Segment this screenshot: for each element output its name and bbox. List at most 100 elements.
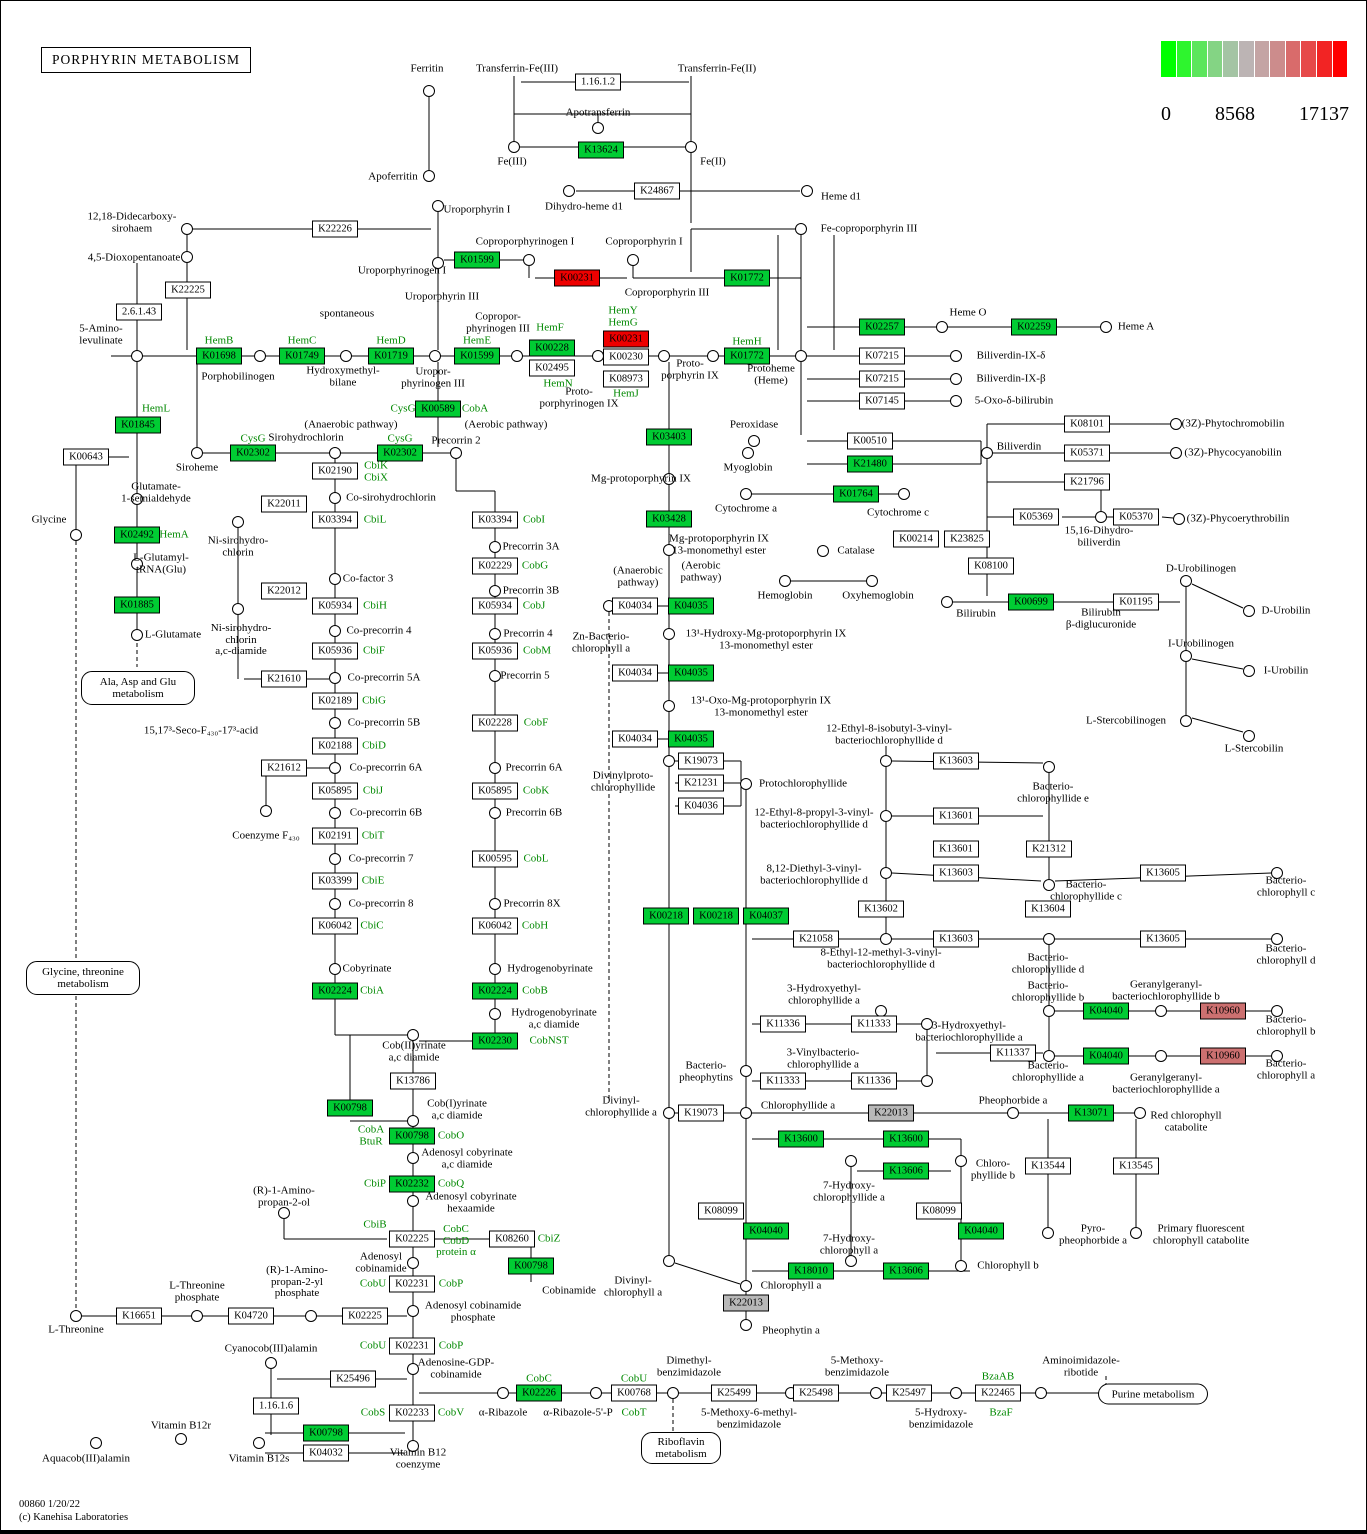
enzyme-box-k00643[interactable]: K00643 xyxy=(63,448,109,466)
compound-circle[interactable] xyxy=(870,1387,882,1399)
compound-circle[interactable] xyxy=(407,1440,419,1452)
enzyme-box-k00231[interactable]: K00231 xyxy=(603,330,649,348)
enzyme-box-k00798[interactable]: K00798 xyxy=(508,1257,554,1275)
enzyme-box-k13605[interactable]: K13605 xyxy=(1140,864,1186,882)
enzyme-box-k01845[interactable]: K01845 xyxy=(115,416,161,434)
enzyme-box-k00230[interactable]: K00230 xyxy=(603,348,649,366)
compound-circle[interactable] xyxy=(801,185,813,197)
compound-circle[interactable] xyxy=(1243,665,1255,677)
compound-circle[interactable] xyxy=(278,1207,290,1219)
enzyme-box-k11333[interactable]: K11333 xyxy=(851,1015,897,1033)
compound-circle[interactable] xyxy=(590,1387,602,1399)
enzyme-box-k08100[interactable]: K08100 xyxy=(968,557,1014,575)
compound-circle[interactable] xyxy=(1271,867,1283,879)
enzyme-box-k03394[interactable]: K03394 xyxy=(472,511,518,529)
compound-circle[interactable] xyxy=(1043,1005,1055,1017)
compound-circle[interactable] xyxy=(131,558,143,570)
compound-circle[interactable] xyxy=(329,717,341,729)
enzyme-box-k04034[interactable]: K04034 xyxy=(612,597,658,615)
compound-circle[interactable] xyxy=(667,1387,679,1399)
compound-circle[interactable] xyxy=(489,807,501,819)
compound-circle[interactable] xyxy=(1130,1227,1142,1239)
compound-circle[interactable] xyxy=(1271,1005,1283,1017)
compound-circle[interactable] xyxy=(1095,511,1107,523)
enzyme-box-k13071[interactable]: K13071 xyxy=(1068,1104,1114,1122)
enzyme-box-k02226[interactable]: K02226 xyxy=(516,1384,562,1402)
compound-circle[interactable] xyxy=(1042,1227,1054,1239)
enzyme-box-k13606[interactable]: K13606 xyxy=(883,1262,929,1280)
enzyme-box-k21058[interactable]: K21058 xyxy=(793,930,839,948)
compound-circle[interactable] xyxy=(1043,879,1055,891)
compound-circle[interactable] xyxy=(817,545,829,557)
enzyme-box-k08260[interactable]: K08260 xyxy=(489,1230,535,1248)
pathway-link[interactable]: Riboflavin metabolism xyxy=(641,1432,721,1464)
enzyme-box-k02189[interactable]: K02189 xyxy=(312,692,358,710)
compound-circle[interactable] xyxy=(898,488,910,500)
compound-circle[interactable] xyxy=(658,350,670,362)
enzyme-box-k00798[interactable]: K00798 xyxy=(303,1424,349,1442)
compound-circle[interactable] xyxy=(429,350,441,362)
enzyme-box-k13604[interactable]: K13604 xyxy=(1025,900,1071,918)
compound-circle[interactable] xyxy=(407,1363,419,1375)
compound-circle[interactable] xyxy=(685,141,697,153)
compound-circle[interactable] xyxy=(880,933,892,945)
enzyme-box-k02229[interactable]: K02229 xyxy=(472,557,518,575)
enzyme-box-k00214[interactable]: K00214 xyxy=(893,530,939,548)
compound-circle[interactable] xyxy=(407,1029,419,1041)
enzyme-box-k00510[interactable]: K00510 xyxy=(847,432,893,450)
enzyme-box-k02492[interactable]: K02492 xyxy=(114,526,160,544)
enzyme-box-k00798[interactable]: K00798 xyxy=(327,1099,373,1117)
enzyme-box-k03399[interactable]: K03399 xyxy=(312,872,358,890)
enzyme-box-k11337[interactable]: K11337 xyxy=(990,1044,1036,1062)
compound-circle[interactable] xyxy=(450,447,462,459)
compound-circle[interactable] xyxy=(489,628,501,640)
compound-circle[interactable] xyxy=(880,867,892,879)
compound-circle[interactable] xyxy=(265,1357,277,1369)
enzyme-box-k16651[interactable]: K16651 xyxy=(116,1307,162,1325)
enzyme-box-k13603[interactable]: K13603 xyxy=(933,864,979,882)
enzyme-box-k05371[interactable]: K05371 xyxy=(1064,444,1110,462)
enzyme-box-k13602[interactable]: K13602 xyxy=(858,900,904,918)
compound-circle[interactable] xyxy=(508,141,520,153)
enzyme-box-k00699[interactable]: K00699 xyxy=(1008,593,1054,611)
compound-circle[interactable] xyxy=(740,1107,752,1119)
enzyme-box-1-16-1-6[interactable]: 1.16.1.6 xyxy=(253,1397,299,1415)
enzyme-box-k25497[interactable]: K25497 xyxy=(886,1384,932,1402)
enzyme-box-k02230[interactable]: K02230 xyxy=(472,1032,518,1050)
enzyme-box-k04040[interactable]: K04040 xyxy=(743,1222,789,1240)
compound-circle[interactable] xyxy=(329,573,341,585)
compound-circle[interactable] xyxy=(329,853,341,865)
compound-circle[interactable] xyxy=(489,585,501,597)
compound-circle[interactable] xyxy=(921,1075,933,1087)
enzyme-box-k13603[interactable]: K13603 xyxy=(933,930,979,948)
compound-circle[interactable] xyxy=(663,628,675,640)
enzyme-box-k23825[interactable]: K23825 xyxy=(944,530,990,548)
compound-circle[interactable] xyxy=(131,493,143,505)
compound-circle[interactable] xyxy=(407,1195,419,1207)
compound-circle[interactable] xyxy=(191,1310,203,1322)
compound-circle[interactable] xyxy=(432,257,444,269)
compound-circle[interactable] xyxy=(489,963,501,975)
compound-circle[interactable] xyxy=(432,200,444,212)
compound-circle[interactable] xyxy=(489,541,501,553)
enzyme-box-k03394[interactable]: K03394 xyxy=(312,511,358,529)
enzyme-box-k22012[interactable]: K22012 xyxy=(261,582,307,600)
enzyme-box-k04040[interactable]: K04040 xyxy=(1083,1047,1129,1065)
enzyme-box-k01719[interactable]: K01719 xyxy=(368,347,414,365)
compound-circle[interactable] xyxy=(1043,1050,1055,1062)
compound-circle[interactable] xyxy=(950,350,962,362)
enzyme-box-k22225[interactable]: K22225 xyxy=(165,281,211,299)
enzyme-box-k05895[interactable]: K05895 xyxy=(472,782,518,800)
compound-circle[interactable] xyxy=(329,898,341,910)
enzyme-box-k04040[interactable]: K04040 xyxy=(1083,1002,1129,1020)
enzyme-box-k04032[interactable]: K04032 xyxy=(303,1444,349,1462)
compound-circle[interactable] xyxy=(1155,1050,1167,1062)
enzyme-box-k08099[interactable]: K08099 xyxy=(698,1202,744,1220)
enzyme-box-k02224[interactable]: K02224 xyxy=(312,982,358,1000)
compound-circle[interactable] xyxy=(1170,418,1182,430)
compound-circle[interactable] xyxy=(1035,1387,1047,1399)
compound-circle[interactable] xyxy=(1180,715,1192,727)
enzyme-box-k02225[interactable]: K02225 xyxy=(342,1307,388,1325)
enzyme-box-k04034[interactable]: K04034 xyxy=(612,664,658,682)
compound-circle[interactable] xyxy=(175,1433,187,1445)
